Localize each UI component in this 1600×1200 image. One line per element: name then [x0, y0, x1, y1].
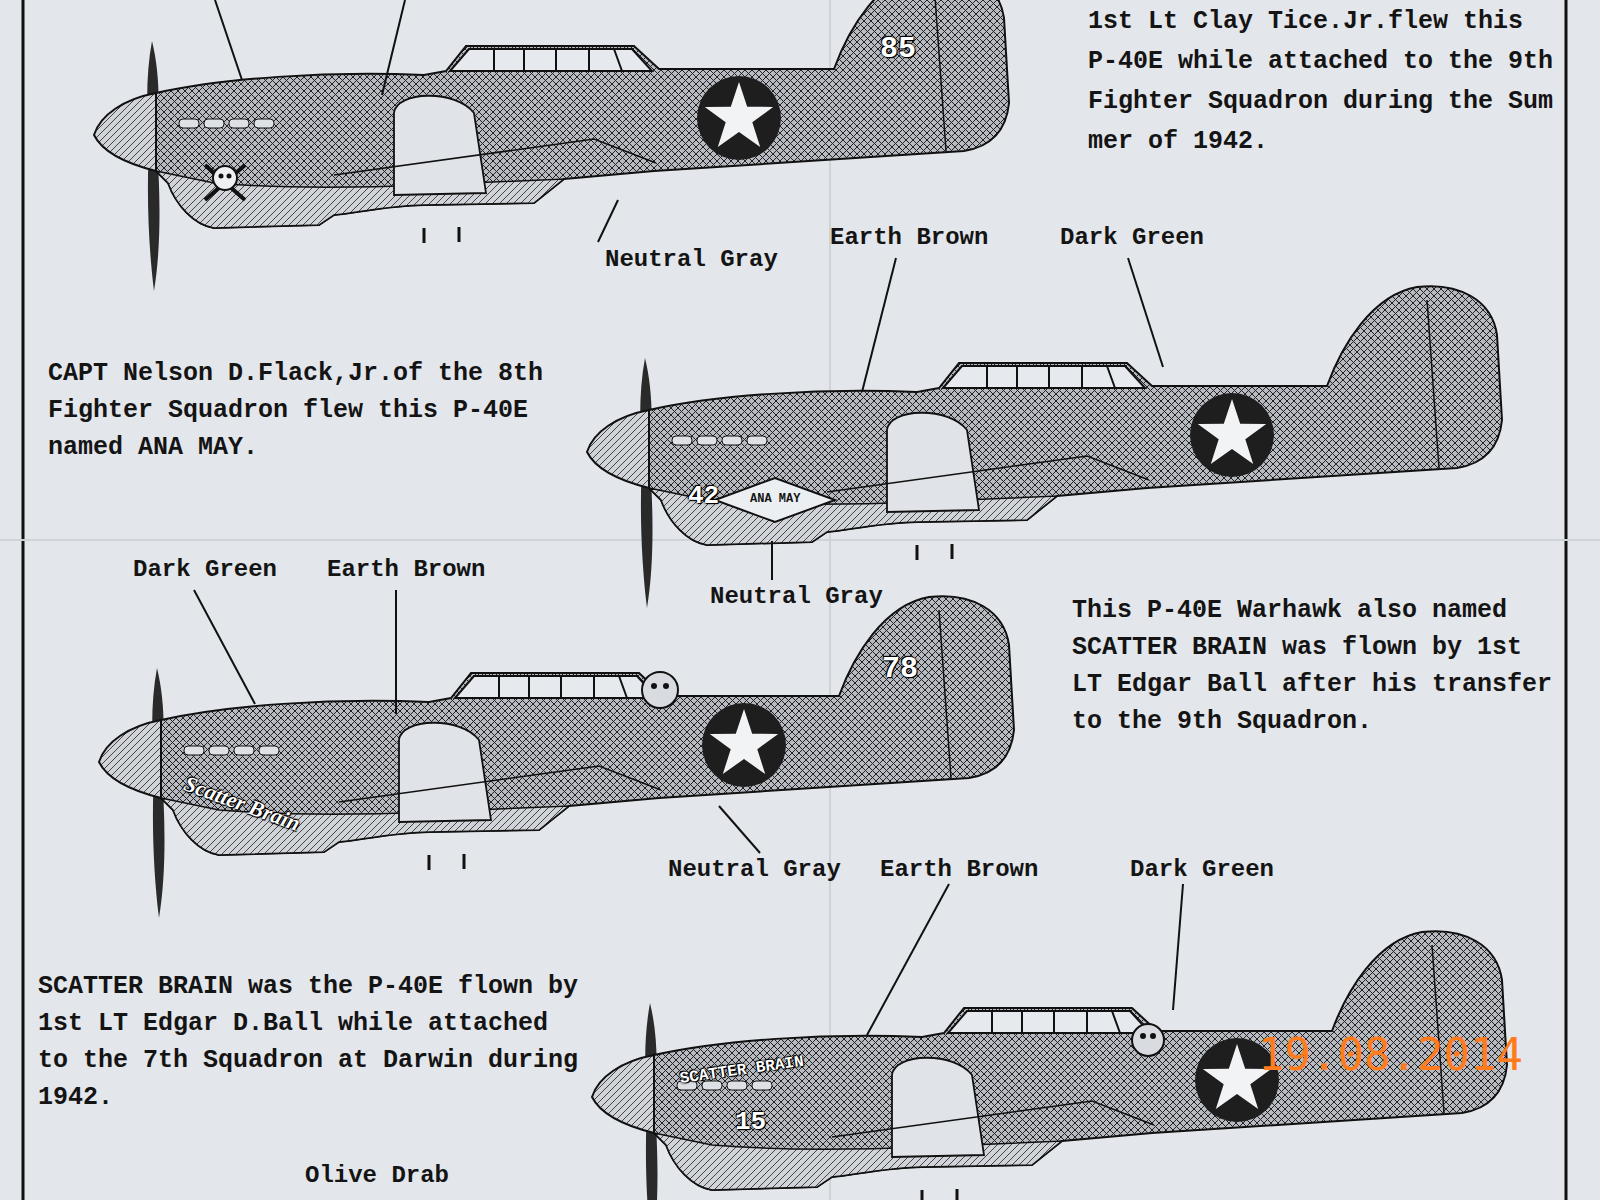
aircraft-profile	[94, 0, 1009, 291]
leader-line	[194, 0, 1183, 1035]
color-callout: Earth Brown	[830, 224, 988, 252]
aircraft-number: 42	[688, 482, 719, 512]
color-callout: Olive Drab	[305, 1162, 449, 1190]
aircraft-name: ANA MAY	[750, 493, 800, 507]
aircraft-number: 15	[735, 1108, 766, 1138]
color-callout: Neutral Gray	[668, 856, 841, 884]
caption-note: 1st Lt Clay Tice.Jr.flew this P-40E whil…	[1088, 2, 1558, 162]
color-callout: Neutral Gray	[710, 583, 883, 611]
aircraft-number: 85	[880, 32, 916, 67]
aircraft-name: SCATTER BRAIN	[679, 1053, 805, 1089]
aircraft-number: 78	[882, 652, 918, 687]
aircraft-profile	[99, 596, 1014, 918]
color-callout: Dark Green	[133, 556, 277, 584]
name-diamond	[715, 478, 835, 522]
caption-note: SCATTER BRAIN was the P-40E flown by 1st…	[38, 968, 583, 1116]
aircraft-name: Scatter Brain	[181, 771, 304, 836]
color-callout: Earth Brown	[880, 856, 1038, 884]
skull-emblem	[205, 165, 245, 200]
caption-note: CAPT Nelson D.Flack,Jr.of the 8th Fighte…	[48, 355, 573, 466]
aircraft-profile	[587, 286, 1502, 608]
color-callout: Earth Brown	[327, 556, 485, 584]
date-stamp: 19.08.2014	[1258, 1030, 1523, 1081]
caption-note: This P-40E Warhawk also named SCATTER BR…	[1072, 592, 1562, 740]
color-callout: Neutral Gray	[605, 246, 778, 274]
color-callout: Dark Green	[1060, 224, 1204, 252]
color-callout: Dark Green	[1130, 856, 1274, 884]
